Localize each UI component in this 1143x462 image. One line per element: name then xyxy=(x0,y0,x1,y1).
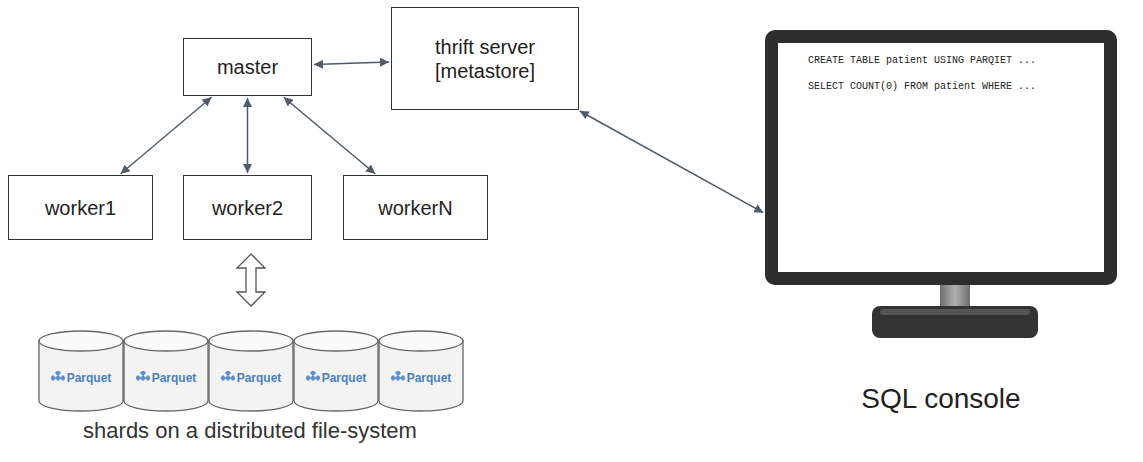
logo-tile xyxy=(230,375,235,381)
parquet-logo xyxy=(306,371,320,385)
format-label: Parquet xyxy=(67,371,112,385)
monitor-base xyxy=(872,306,1038,338)
cylinder-top xyxy=(294,331,378,351)
logo-tile xyxy=(400,375,405,381)
logo-tile xyxy=(145,375,150,381)
format-label: Parquet xyxy=(152,371,197,385)
monitor-stand xyxy=(872,284,1038,338)
parquet-logo xyxy=(51,371,65,385)
format-label: Parquet xyxy=(407,371,452,385)
format-label: Parquet xyxy=(322,371,367,385)
format-label: Parquet xyxy=(237,371,282,385)
logo-tile xyxy=(315,375,320,381)
parquet-shard: Parquet xyxy=(378,330,464,412)
node-label: thrift server [metastore] xyxy=(402,35,568,83)
worker-box: worker1 xyxy=(8,175,153,240)
storage-arrow xyxy=(237,254,265,306)
connector xyxy=(121,97,212,173)
worker-box: workerN xyxy=(343,175,488,240)
server-box: thrift server [metastore] xyxy=(391,7,579,110)
parquet-shard: Parquet xyxy=(293,330,379,412)
logo-tile xyxy=(60,375,65,381)
cylinder-top xyxy=(209,331,293,351)
connector xyxy=(314,62,389,65)
connector xyxy=(580,111,764,213)
monitor-screen: CREATE TABLE patient USING PARQIET ... SE… xyxy=(765,30,1117,285)
parquet-logo xyxy=(136,371,150,385)
console-caption: SQL console xyxy=(765,383,1117,415)
parquet-logo xyxy=(221,371,235,385)
parquet-shard: Parquet xyxy=(38,330,124,412)
sql-statement: SELECT COUNT(0) FROM patient WHERE ... xyxy=(808,81,1036,92)
caption-label: shards on a distributed file-system xyxy=(83,418,417,444)
monitor-base-highlight xyxy=(880,309,1030,315)
cylinder-top xyxy=(124,331,208,351)
parquet-logo xyxy=(391,371,405,385)
node-label: workerN xyxy=(378,196,452,220)
parquet-shard: Parquet xyxy=(208,330,294,412)
cylinder-top xyxy=(39,331,123,351)
worker-box: worker2 xyxy=(183,175,312,240)
master-box: master xyxy=(183,38,312,96)
node-label: worker1 xyxy=(45,196,116,220)
connector xyxy=(247,98,249,173)
connector xyxy=(284,97,375,173)
sql-statement: CREATE TABLE patient USING PARQIET ... xyxy=(808,55,1036,66)
node-label: worker2 xyxy=(212,196,283,220)
cylinder-top xyxy=(379,331,463,351)
parquet-shard: Parquet xyxy=(123,330,209,412)
node-label: master xyxy=(217,55,278,79)
